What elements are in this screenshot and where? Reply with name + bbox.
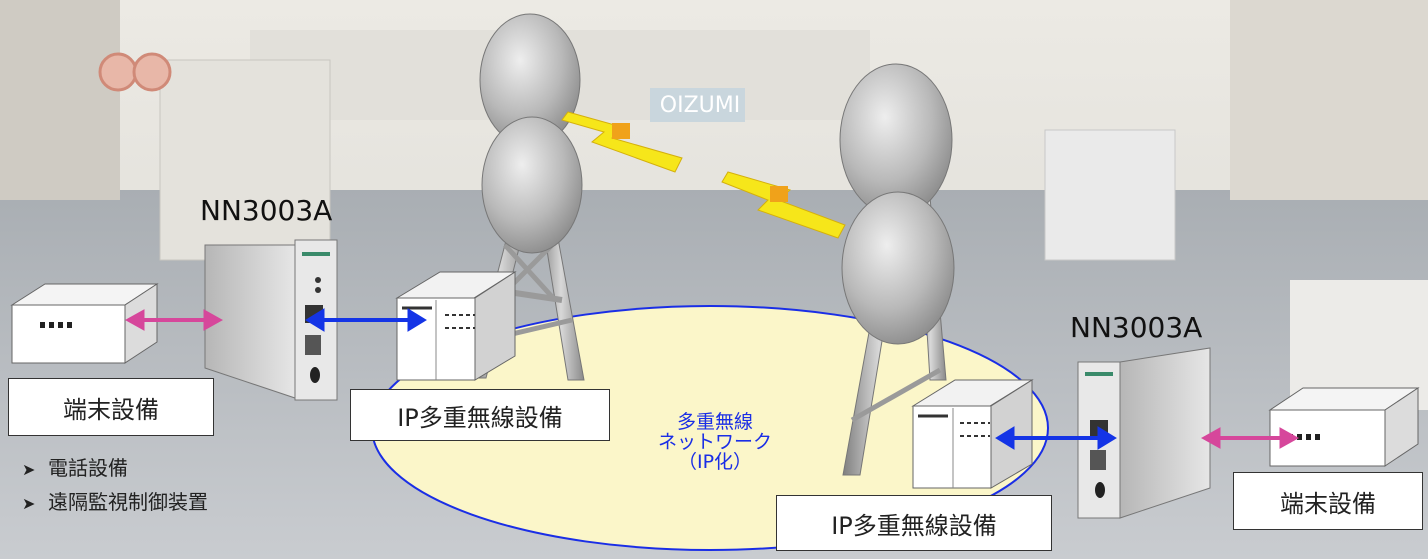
- list-item-text: 電話設備: [48, 456, 128, 480]
- truck-left: [159, 59, 331, 261]
- bullet-list: ➤ 電話設備 ➤ 遠隔監視制御装置: [22, 452, 208, 520]
- nn3003a-device-left: [204, 239, 338, 401]
- triangle-arrow-icon: ➤: [22, 494, 36, 513]
- terminal-device-right: [1268, 387, 1420, 467]
- link-arrow-blue-left: [305, 308, 427, 332]
- highway-sign-text: OIZUMI: [660, 93, 740, 118]
- link-arrow-blue-right: [995, 426, 1117, 450]
- list-item: ➤ 電話設備: [22, 452, 208, 486]
- dish-antenna-icon: [481, 116, 583, 254]
- device-label-right: NN3003A: [1070, 311, 1203, 344]
- truck-right: [1044, 129, 1176, 261]
- device-label-left: NN3003A: [200, 194, 333, 227]
- radio-label-right: IP多重無線設備: [776, 495, 1052, 551]
- building-left: [0, 0, 120, 200]
- triangle-arrow-icon: ➤: [22, 460, 36, 479]
- network-label-line3: （IP化）: [677, 451, 753, 473]
- building-right: [1230, 0, 1428, 200]
- dish-antenna-icon: [841, 191, 955, 345]
- link-arrow-pink-left: [124, 309, 224, 331]
- radio-label-left: IP多重無線設備: [350, 389, 610, 441]
- list-item-text: 遠隔監視制御装置: [48, 490, 208, 514]
- highway-sign: [650, 88, 745, 122]
- antenna-tower-right: [839, 63, 955, 476]
- network-label-line1: 多重無線: [676, 411, 753, 433]
- network-label: 多重無線 ネットワーク （IP化）: [650, 412, 780, 472]
- network-label-line2: ネットワーク: [657, 431, 772, 453]
- link-arrow-pink-right: [1200, 427, 1300, 449]
- list-item: ➤ 遠隔監視制御装置: [22, 486, 208, 520]
- road-sign-circle: [98, 52, 138, 92]
- radio-signal-icon: [561, 111, 846, 239]
- terminal-label-right: 端末設備: [1233, 472, 1423, 530]
- terminal-label-left: 端末設備: [8, 378, 214, 436]
